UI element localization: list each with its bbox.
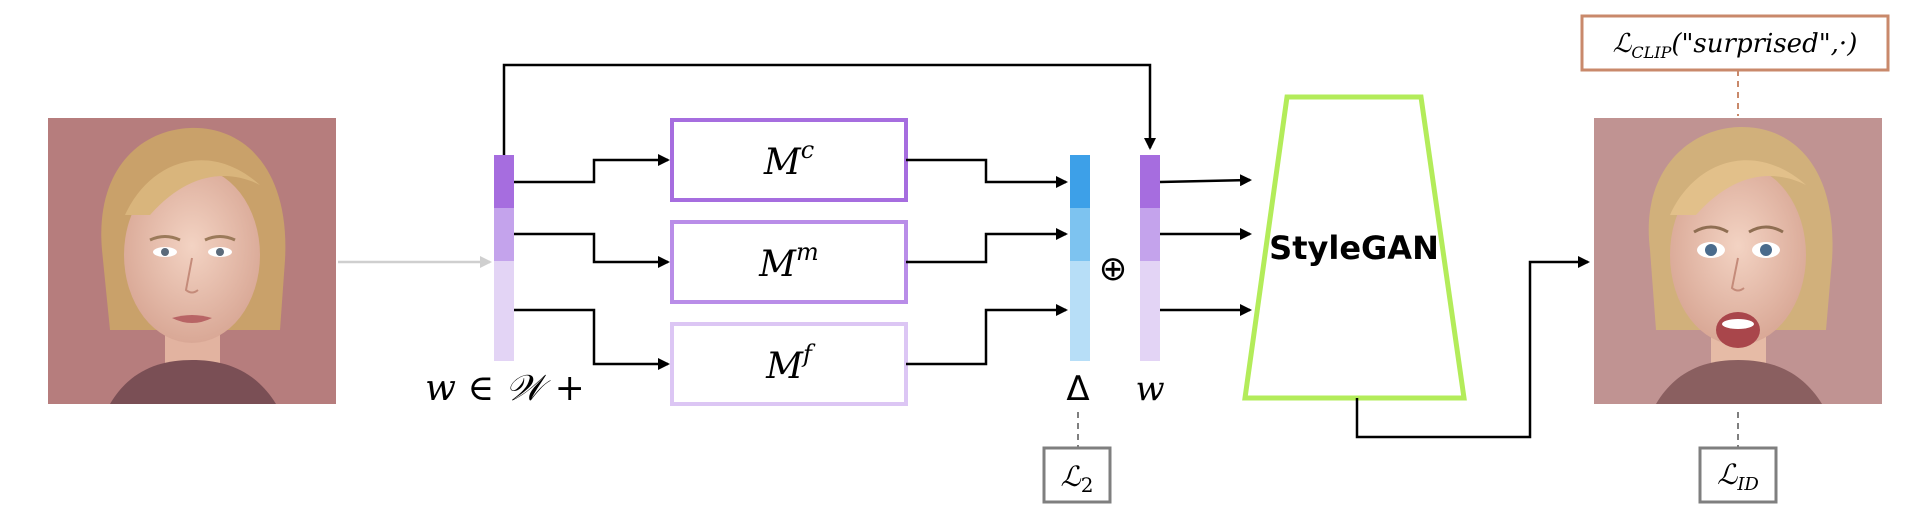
latent-label: w ∈ 𝒲 + (425, 368, 585, 409)
clip-loss-arg: ("surprised",·) (1671, 29, 1857, 59)
mapper-medium-sup: m (796, 238, 819, 266)
id-loss-box: ℒID (1698, 446, 1778, 504)
mapper-coarse-sup: c (801, 136, 814, 164)
w-label: w (1135, 369, 1164, 409)
latent-medium-segment (494, 208, 514, 261)
l2-loss-sub: 2 (1081, 473, 1094, 497)
mapper-medium-base: M (758, 244, 797, 285)
skip-connection-arrow (502, 63, 1156, 155)
latent-vector (494, 155, 514, 361)
stylegan-generator: StyleGAN (1242, 94, 1467, 401)
clip-loss-sub: CLIP (1631, 43, 1671, 62)
svg-text:ℒCLIP("surprised",·): ℒCLIP("surprised",·) (1613, 29, 1858, 62)
id-loss-sub: ID (1736, 474, 1759, 495)
delta-fine-segment (1070, 261, 1090, 361)
arrow-to-coarse-mapper (514, 154, 670, 184)
svg-text:Mc: Mc (763, 136, 814, 183)
svg-text:ℒ2: ℒ2 (1061, 460, 1094, 497)
id-loss-base: ℒ (1717, 458, 1738, 491)
w-vector (1140, 155, 1160, 361)
arrow-w-coarse-to-generator (1159, 174, 1252, 187)
stylegan-label: StyleGAN (1269, 229, 1439, 267)
oplus-symbol: ⊕ (1099, 249, 1128, 289)
mapper-coarse: Mc (670, 118, 908, 202)
delta-label: Δ (1066, 369, 1089, 409)
svg-text:ℒID: ℒID (1717, 458, 1759, 495)
output-face-image (1594, 118, 1882, 404)
arrow-to-medium-mapper (514, 232, 670, 268)
delta-coarse-segment (1070, 155, 1090, 208)
delta-vector (1070, 155, 1090, 361)
arrow-fine-to-delta (906, 304, 1068, 366)
arrow-to-fine-mapper (514, 308, 670, 370)
w-coarse-segment (1140, 155, 1160, 208)
delta-medium-segment (1070, 208, 1090, 261)
latent-fine-segment (494, 261, 514, 361)
w-fine-segment (1140, 261, 1160, 361)
arrow-generator-to-output (1355, 256, 1590, 439)
l2-loss-base: ℒ (1061, 460, 1082, 493)
input-face-image (48, 118, 336, 404)
latent-coarse-segment (494, 155, 514, 208)
svg-text:Mm: Mm (758, 238, 819, 285)
mapper-fine: Mf (670, 322, 908, 406)
arrow-coarse-to-delta (906, 158, 1068, 188)
w-medium-segment (1140, 208, 1160, 261)
l2-loss-box: ℒ2 (1042, 446, 1112, 504)
arrow-medium-to-delta (906, 228, 1068, 264)
clip-loss-box: ℒCLIP("surprised",·) (1580, 14, 1890, 72)
mapper-coarse-base: M (763, 142, 802, 183)
mapper-medium: Mm (670, 220, 908, 304)
clip-loss-base: ℒ (1613, 29, 1633, 59)
mapper-fine-base: M (765, 346, 804, 387)
